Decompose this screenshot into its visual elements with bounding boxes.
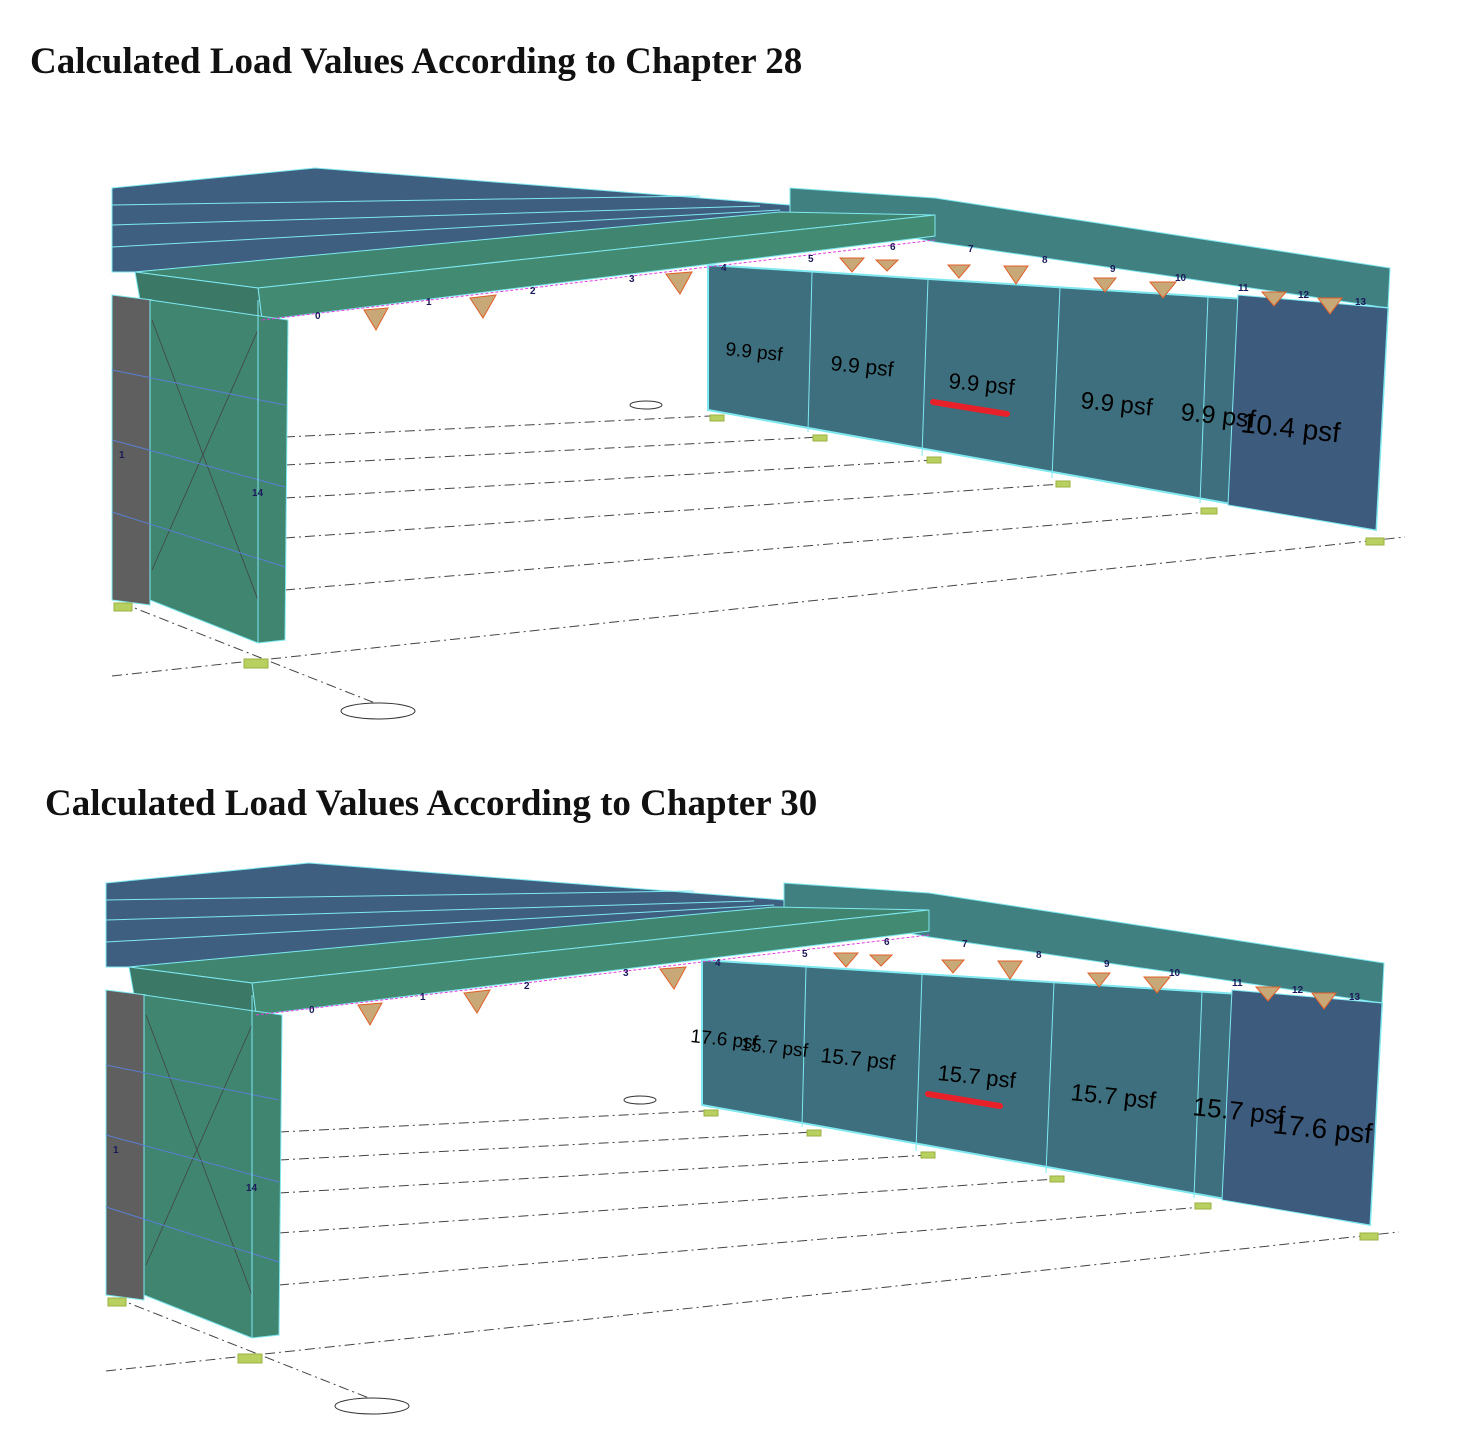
node-label: 11 (1238, 283, 1249, 294)
node-label: 9 (1110, 264, 1116, 275)
figure1-node-labels: 0 1 2 3 4 5 6 7 8 9 10 11 12 13 14 1 (119, 242, 1367, 499)
node-label: 1 (420, 992, 426, 1003)
node-label: 1 (426, 297, 432, 308)
node-label: 2 (524, 981, 530, 992)
figure1-model (111, 167, 1406, 720)
node-label: 7 (962, 939, 968, 950)
node-label: 11 (1232, 978, 1243, 989)
node-label: 1 (113, 1145, 119, 1156)
node-label: 6 (890, 242, 896, 253)
node-label: 2 (530, 286, 536, 297)
highlight-underline (925, 1091, 1003, 1109)
node-label: 12 (1292, 985, 1304, 996)
node-label: 14 (246, 1183, 258, 1194)
node-label: 6 (884, 937, 890, 948)
node-label: 0 (315, 311, 321, 322)
node-label: 4 (715, 958, 721, 969)
node-label: 10 (1175, 273, 1187, 284)
figure1-title: Calculated Load Values According to Chap… (30, 41, 803, 82)
node-label: 7 (968, 244, 974, 255)
node-label: 10 (1169, 968, 1181, 979)
figure2-title: Calculated Load Values According to Chap… (45, 783, 818, 824)
node-label: 12 (1298, 290, 1310, 301)
node-label: 8 (1042, 255, 1048, 266)
node-label: 3 (623, 968, 629, 979)
figure2-model (105, 862, 1400, 1415)
node-label: 13 (1355, 297, 1367, 308)
figure2-node-labels: 0 1 2 3 4 5 6 7 8 9 10 11 12 13 14 1 (113, 937, 1361, 1194)
highlight-underline (930, 399, 1010, 417)
node-label: 9 (1104, 959, 1110, 970)
node-label: 8 (1036, 950, 1042, 961)
node-label: 5 (802, 949, 808, 960)
node-label: 14 (252, 488, 264, 499)
node-label: 0 (309, 1005, 315, 1016)
node-label: 3 (629, 274, 635, 285)
node-label: 1 (119, 450, 125, 461)
node-label: 5 (808, 254, 814, 265)
node-label: 13 (1349, 992, 1361, 1003)
node-label: 4 (721, 263, 727, 274)
